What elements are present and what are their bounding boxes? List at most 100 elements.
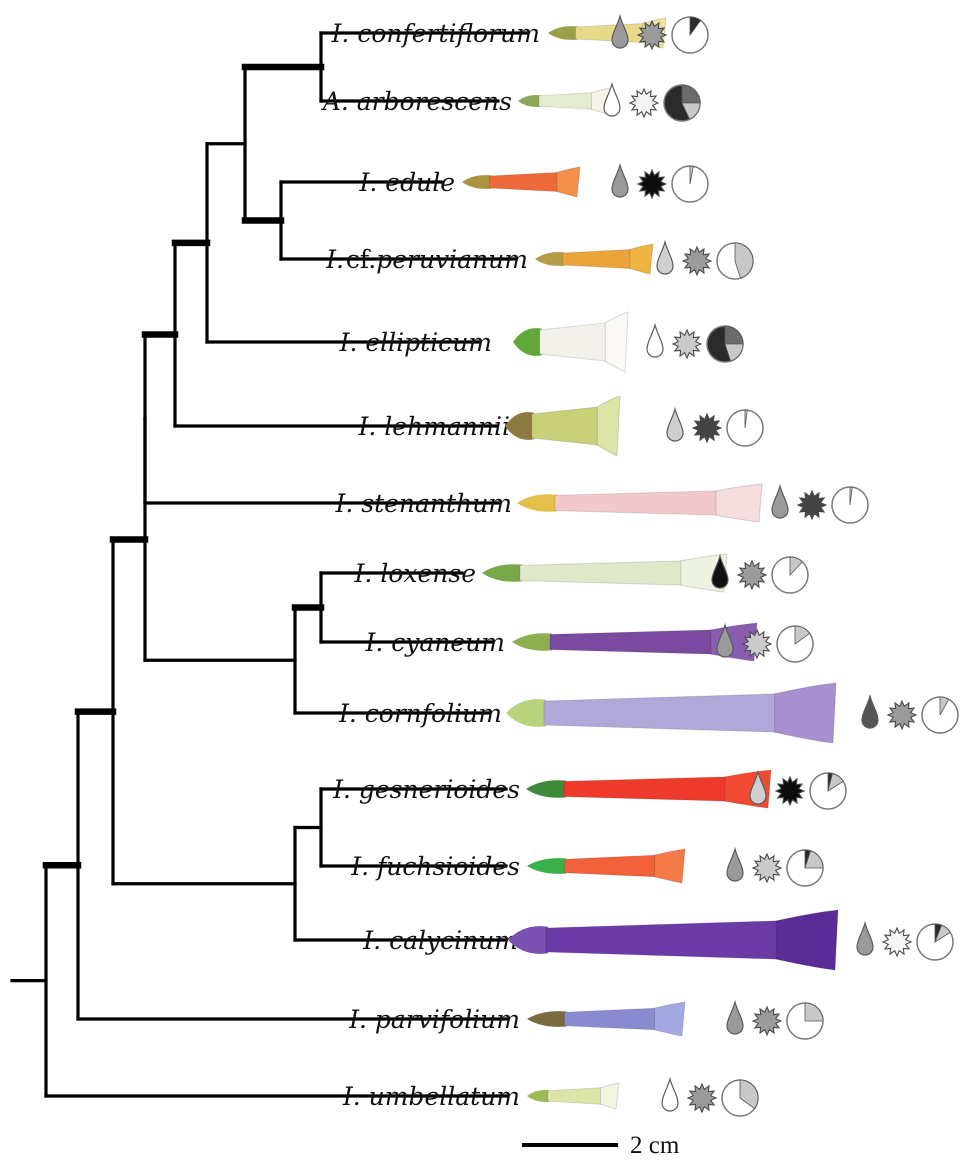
flower-limb	[655, 1002, 685, 1036]
taxon-genus: I.	[364, 628, 391, 657]
flower-calyx	[527, 1011, 567, 1027]
flower-calyx	[548, 26, 578, 40]
taxa-rows: I. confertiflorumA. arborescensI. eduleI…	[321, 16, 958, 1116]
trait-icons	[727, 1002, 823, 1039]
proportion-pie-icon	[722, 1080, 758, 1116]
flower-tube	[546, 921, 779, 959]
flower-photo	[508, 910, 838, 970]
flower-tube	[564, 777, 727, 801]
flower-calyx	[512, 633, 552, 651]
flower-calyx	[535, 252, 565, 266]
proportion-pie-icon	[917, 924, 953, 960]
taxon-row: I. cyaneum	[364, 623, 813, 662]
flower-limb	[716, 484, 762, 522]
scent-star-icon	[776, 777, 804, 805]
proportion-pie-icon	[832, 487, 868, 523]
taxon-genus: I.	[338, 699, 365, 728]
nectar-drop-icon	[662, 1079, 678, 1111]
flower-photo	[527, 1002, 685, 1036]
flower-photo	[517, 484, 762, 522]
flower-tube	[548, 1088, 602, 1105]
taxon-species: gesnerioides	[359, 775, 520, 804]
taxon-row: A. arborescens	[321, 84, 700, 121]
taxon-row: I.cf.peruvianum	[325, 242, 753, 279]
taxon-genus: I.	[359, 168, 386, 197]
proportion-pie-icon	[922, 697, 958, 733]
flower-limb	[597, 396, 620, 456]
proportion-pie-icon	[810, 773, 846, 809]
taxon-label: I.cf.peruvianum	[325, 245, 528, 274]
proportion-pie-icon	[787, 1003, 823, 1039]
nectar-drop-icon	[862, 696, 878, 728]
taxon-row: I. confertiflorum	[331, 16, 708, 53]
trait-icons	[604, 84, 700, 121]
taxon-species: cornfolium	[365, 699, 502, 728]
trait-icons	[727, 849, 823, 886]
taxon-label: I. edule	[359, 168, 455, 197]
taxon-species: stenanthum	[361, 489, 512, 518]
taxon-genus: I.	[362, 926, 389, 955]
taxon-species: confertiflorum	[357, 19, 540, 48]
trait-icons	[857, 923, 953, 960]
scent-star-icon	[638, 170, 666, 198]
taxon-label: I. gesnerioides	[332, 775, 520, 804]
taxon-genus: I.	[334, 489, 361, 518]
flower-limb	[600, 1083, 619, 1109]
taxon-genus: I.	[325, 245, 344, 274]
flower-tube	[555, 491, 718, 515]
taxon-row: I. umbellatum	[342, 1079, 758, 1116]
flower-photo	[506, 683, 836, 743]
flower-tube	[563, 249, 632, 268]
taxon-genus: I.	[339, 328, 366, 357]
trait-icons	[667, 409, 763, 446]
trait-icons	[612, 165, 708, 202]
taxon-species: fuchsioides	[375, 852, 520, 881]
taxon-genus: I.	[354, 559, 381, 588]
taxon-label: I. cornfolium	[338, 699, 502, 728]
flower-calyx	[506, 699, 546, 727]
taxon-species: cyaneum	[391, 628, 505, 657]
trait-icons	[647, 325, 743, 362]
trait-icons	[772, 486, 868, 523]
flower-tube	[539, 93, 593, 110]
flower-limb	[630, 244, 653, 274]
taxon-genus: I.	[348, 1005, 375, 1034]
taxon-genus: I.	[358, 412, 385, 441]
proportion-pie-icon	[672, 17, 708, 53]
taxon-row: I. parvifolium	[348, 1002, 823, 1039]
flower-calyx	[513, 328, 542, 356]
proportion-pie-icon	[777, 626, 813, 662]
nectar-drop-icon	[657, 242, 673, 274]
taxon-label: I. cyaneum	[364, 628, 505, 657]
flower-photo	[505, 396, 620, 456]
trait-icons	[662, 1079, 758, 1116]
taxon-row: I. loxense	[354, 554, 808, 593]
flower-photo	[535, 244, 653, 274]
taxon-species: loxense	[380, 559, 476, 588]
taxon-genus: I.	[331, 19, 358, 48]
flower-tube	[490, 172, 559, 191]
taxon-label: I. confertiflorum	[331, 19, 540, 48]
scent-star-icon	[673, 330, 701, 358]
trait-icons	[862, 696, 958, 733]
pie-slice	[682, 85, 700, 103]
flower-photo	[462, 167, 580, 197]
taxon-species: arborescens	[357, 87, 512, 116]
taxon-genus: I.	[332, 775, 359, 804]
flower-tube	[576, 23, 645, 42]
taxon-row: I. lehmannii	[358, 396, 763, 456]
pie-slice	[805, 1003, 823, 1021]
taxon-label: I. loxense	[354, 559, 476, 588]
flower-limb	[605, 312, 628, 372]
proportion-pie-icon	[727, 410, 763, 446]
flower-limb	[557, 167, 580, 197]
nectar-drop-icon	[647, 325, 663, 357]
proportion-pie-icon	[787, 850, 823, 886]
taxon-label: I. lehmannii	[358, 412, 510, 441]
taxon-label: I. parvifolium	[348, 1005, 520, 1034]
taxon-genus: I.	[342, 1082, 369, 1111]
taxon-species: calycinum	[389, 926, 518, 955]
flower-tube	[544, 694, 777, 732]
taxon-species: ellipticum	[365, 328, 492, 357]
scent-star-icon	[753, 1007, 781, 1035]
